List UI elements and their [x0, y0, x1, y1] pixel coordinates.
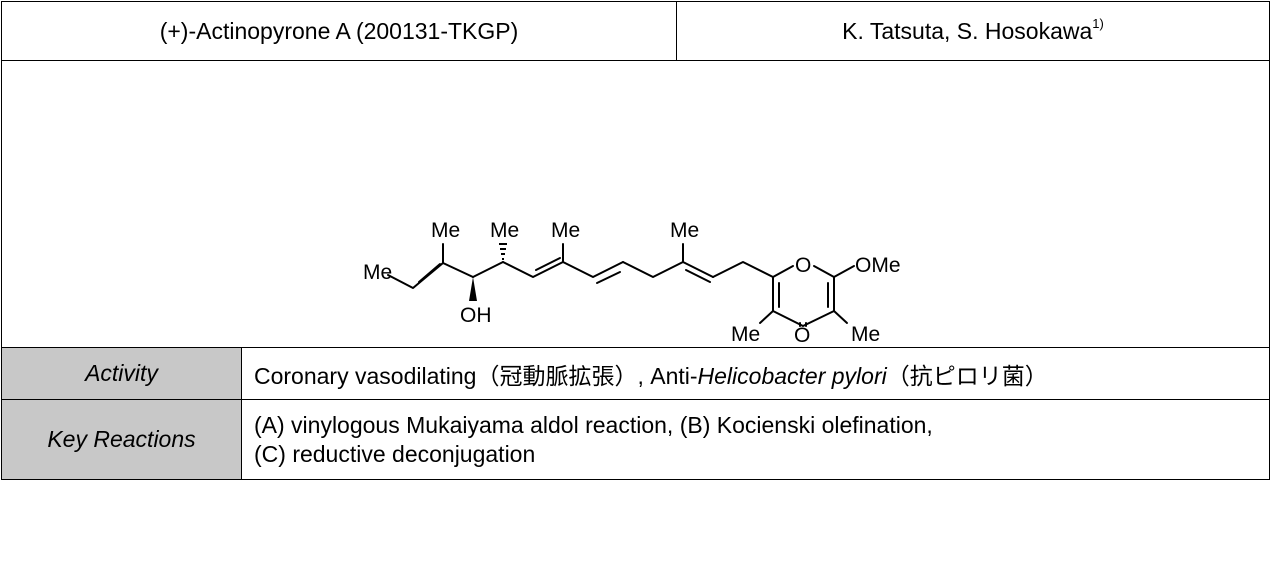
bond: [832, 310, 848, 324]
wedge-bond: [468, 277, 477, 301]
label-me-ring-right: Me: [851, 323, 880, 342]
compound-name: (+)-Actinopyrone A (200131-TKGP): [159, 17, 519, 44]
label-me-1: Me: [431, 219, 460, 242]
ring-bond: [812, 265, 835, 278]
bond: [501, 261, 564, 278]
label-oh: OH: [460, 304, 492, 327]
double-bond-inner: [595, 271, 621, 284]
label-ring-o: O: [795, 254, 811, 277]
ring-bond: [771, 265, 794, 278]
authors-reference: 1): [1092, 15, 1104, 31]
hashed-bond: [498, 243, 507, 260]
authors: K. Tatsuta, S. Hosokawa: [842, 17, 1093, 44]
bond: [386, 262, 444, 289]
activity-label: Activity: [85, 360, 158, 386]
label-ome: OMe: [855, 254, 901, 277]
activity-text-1: Coronary vasodilating（冠動脈拡張）, Anti-: [254, 362, 698, 389]
label-me-3: Me: [551, 219, 580, 242]
chemical-structure: Me Me Me Me Me OH O OMe Me Me O: [363, 219, 901, 347]
bond: [758, 310, 774, 324]
activity-label-cell: Activity: [1, 347, 242, 400]
bond: [471, 261, 504, 278]
activity-value-cell: Coronary vasodilating（冠動脈拡張）, Anti-Helic…: [241, 347, 1270, 400]
authors-cell: K. Tatsuta, S. Hosokawa1): [676, 1, 1270, 61]
key-reactions-label-cell: Key Reactions: [1, 399, 242, 480]
label-me-4: Me: [670, 219, 699, 242]
structure-cell: Me Me Me Me Me OH O OMe Me Me O: [1, 60, 1270, 348]
activity-text-2: （抗ピロリ菌）: [886, 362, 1048, 389]
key-reactions-line-1: (A) vinylogous Mukaiyama aldol reaction,…: [254, 411, 933, 438]
compound-name-cell: (+)-Actinopyrone A (200131-TKGP): [1, 1, 677, 61]
key-reactions-line-2: (C) reductive deconjugation: [254, 440, 536, 467]
key-reactions-label: Key Reactions: [47, 426, 196, 452]
label-me-terminal: Me: [363, 261, 392, 284]
activity-text-italic: Helicobacter pylori: [697, 362, 887, 389]
bond: [711, 261, 774, 278]
label-me-ring-left: Me: [731, 323, 760, 342]
bond: [561, 261, 624, 278]
bond: [681, 261, 714, 278]
ring-bond: [771, 276, 835, 327]
compound-table: (+)-Actinopyrone A (200131-TKGP) K. Tats…: [1, 1, 1270, 480]
bond: [832, 265, 855, 278]
bond: [621, 261, 684, 278]
double-bond-inner: [684, 269, 711, 283]
double-bond-inner: [417, 263, 441, 283]
label-me-2: Me: [490, 219, 519, 242]
double-bond-inner: [534, 257, 561, 271]
label-carbonyl-o: O: [794, 324, 810, 342]
key-reactions-value-cell: (A) vinylogous Mukaiyama aldol reaction,…: [241, 399, 1270, 480]
bond: [441, 262, 474, 278]
